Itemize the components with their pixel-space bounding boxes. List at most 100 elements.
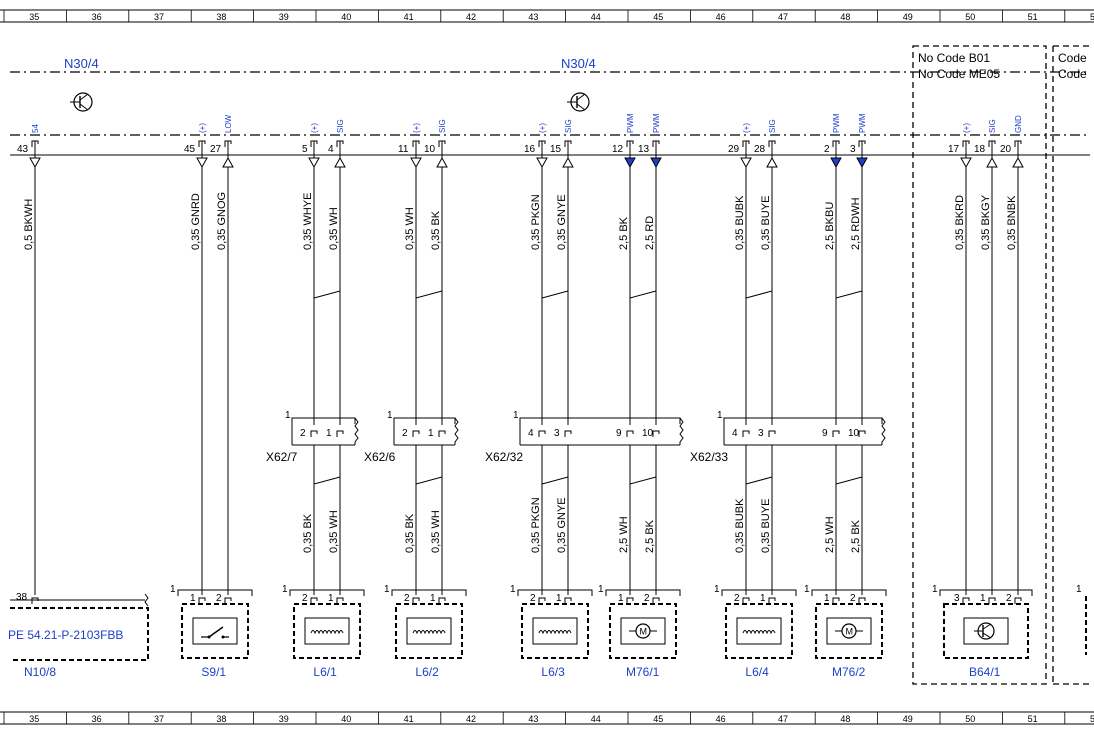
component-corner-number: 1: [384, 584, 390, 595]
module-label-right[interactable]: N30/4: [561, 56, 596, 71]
component-name[interactable]: L6/3: [541, 665, 565, 679]
module-label-left[interactable]: N30/4: [64, 56, 99, 71]
ruler-column-label: 38: [216, 714, 226, 724]
pin-tag: (+): [310, 123, 319, 133]
pin-direction-icon: [766, 156, 778, 168]
break-icon: [144, 593, 149, 607]
component-pin-number: 1: [430, 593, 436, 604]
twisted-pair-marker: [541, 287, 569, 302]
pin-direction-icon: [308, 157, 320, 169]
ruler-column-label: 36: [92, 12, 102, 22]
wire-label-bottom: 0,35 BK: [302, 513, 314, 553]
component-housing: [721, 589, 797, 596]
connector-name: X62/7: [266, 450, 298, 464]
ruler-column-label: 42: [466, 714, 476, 724]
pin-tag: SIG: [336, 119, 345, 133]
component-name[interactable]: L6/4: [745, 665, 769, 679]
motor-symbol-icon: M: [629, 623, 657, 639]
connector-pin-number: 1: [428, 428, 434, 439]
ruler-column-label: 37: [154, 12, 164, 22]
wire-label-bottom: 2,5 WH: [618, 516, 630, 553]
ruler-column-label: 51: [1028, 714, 1038, 724]
motor-symbol-icon: M: [835, 623, 863, 639]
component-pin: [768, 597, 776, 604]
connector-pin: [310, 430, 318, 437]
component-name[interactable]: L6/2: [415, 665, 439, 679]
code-variant-box: [912, 45, 1047, 685]
pin-number: 2: [824, 144, 830, 155]
wire-label-bottom: 0,35 BUYE: [760, 499, 772, 553]
connector-pin: [538, 430, 546, 437]
component-reference-link[interactable]: PE 54.21-P-2103FBB: [8, 628, 123, 642]
symbol-frame: [192, 617, 238, 645]
pin-number: 18: [974, 144, 986, 155]
connector-end-number: 1: [717, 410, 723, 421]
component-outline: [181, 603, 249, 659]
ruler-column-label: 47: [778, 714, 788, 724]
pin-number: 5: [302, 144, 308, 155]
pin-number: 43: [17, 144, 29, 155]
pin-direction-icon: [436, 156, 448, 168]
ruler-column-label: 35: [29, 714, 39, 724]
twisted-pair-marker: [313, 473, 341, 488]
component-pin: [1014, 597, 1022, 604]
wire-label-bottom: 0,35 WH: [328, 510, 340, 553]
pin-direction-icon: [986, 156, 998, 168]
component-corner-number: 1: [282, 584, 288, 595]
ruler-column-label: 51: [1028, 12, 1038, 22]
wire-label-top: 0,35 BKGY: [980, 194, 992, 250]
bottom-column-ruler: 353637383940414243444546474849505152: [0, 711, 1094, 725]
pin-tag: (+): [198, 123, 207, 133]
pin-tag: PWM: [652, 113, 661, 133]
connector-pin-number: 1: [326, 428, 332, 439]
connector-pin-number: 10: [642, 428, 654, 439]
component-housing: [939, 589, 1033, 596]
component-name[interactable]: S9/1: [201, 665, 226, 679]
component-name[interactable]: L6/1: [313, 665, 337, 679]
connector-pin: [858, 430, 866, 437]
component-name[interactable]: N10/8: [24, 665, 56, 679]
component-pin-number: 1: [618, 593, 624, 604]
wire-label-top: 2,5 BKBU: [824, 202, 836, 250]
ruler-column-label: 42: [466, 12, 476, 22]
pin-tag: GND: [1014, 115, 1023, 133]
wire-label-bottom: 2,5 BK: [644, 519, 656, 553]
component-pin: [858, 597, 866, 604]
pin-number: 15: [550, 144, 562, 155]
pin-tag: (+): [538, 123, 547, 133]
component-outline: [725, 603, 793, 659]
wire-label-top: 2,5 RD: [644, 216, 656, 250]
pin-direction-icon: [960, 157, 972, 169]
component-pin-number: 1: [980, 593, 986, 604]
wire-label-bottom: 0,35 BUBK: [734, 498, 746, 553]
component-name[interactable]: M76/2: [832, 665, 866, 679]
component-name[interactable]: B64/1: [969, 665, 1001, 679]
pin-number: 13: [638, 144, 650, 155]
component-pin: [198, 597, 206, 604]
component-name[interactable]: M76/1: [626, 665, 660, 679]
ruler-column-label: 39: [279, 12, 289, 22]
component-pin-number: 2: [850, 593, 856, 604]
ruler-column-label: 39: [279, 714, 289, 724]
pin-number: 12: [612, 144, 624, 155]
component-outline: [815, 603, 883, 659]
shield-end-icon: [881, 417, 886, 445]
component-pin-number: 1: [556, 593, 562, 604]
connector-pin-number: 3: [758, 428, 764, 439]
ruler-column-label: 49: [903, 714, 913, 724]
pin-tag: PWM: [832, 113, 841, 133]
